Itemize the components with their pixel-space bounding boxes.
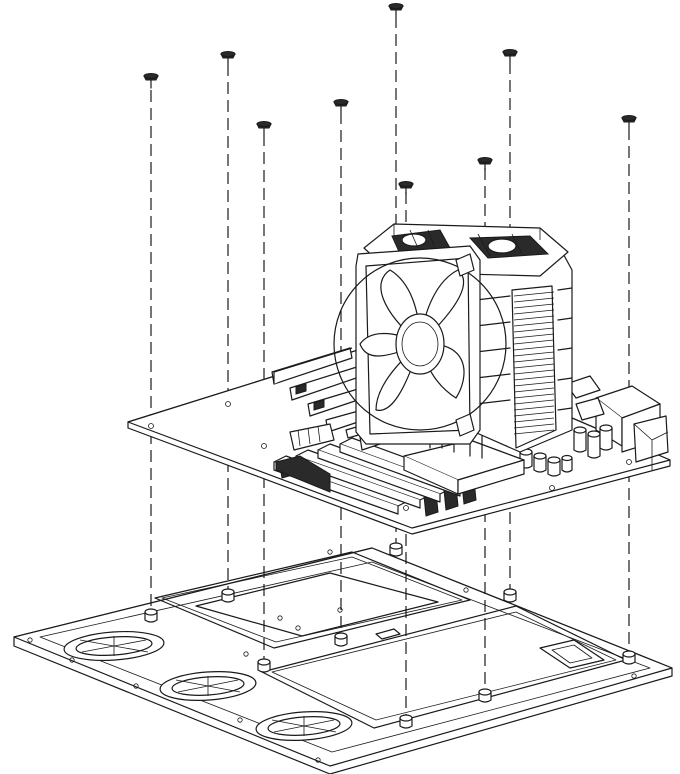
- mounting-screw: [143, 73, 159, 89]
- standoff: [144, 542, 636, 729]
- mounting-screw: [256, 121, 272, 135]
- mounting-screw: [388, 3, 404, 17]
- cable-cutout: [255, 711, 353, 741]
- fan: [333, 257, 507, 431]
- mounting-screw: [333, 99, 349, 113]
- capacitor: [519, 424, 613, 477]
- mounting-screw: [477, 157, 493, 171]
- cable-cutout: [159, 671, 257, 701]
- heatsink-fins: [513, 291, 555, 435]
- motherboard-tray: [13, 547, 673, 774]
- mounting-screw: [398, 181, 414, 195]
- cpu-cooler: [333, 223, 573, 495]
- mounting-screw: [502, 49, 518, 63]
- cable-cutout: [63, 631, 165, 661]
- mounting-screw: [220, 51, 236, 65]
- mounting-screw: [621, 115, 637, 129]
